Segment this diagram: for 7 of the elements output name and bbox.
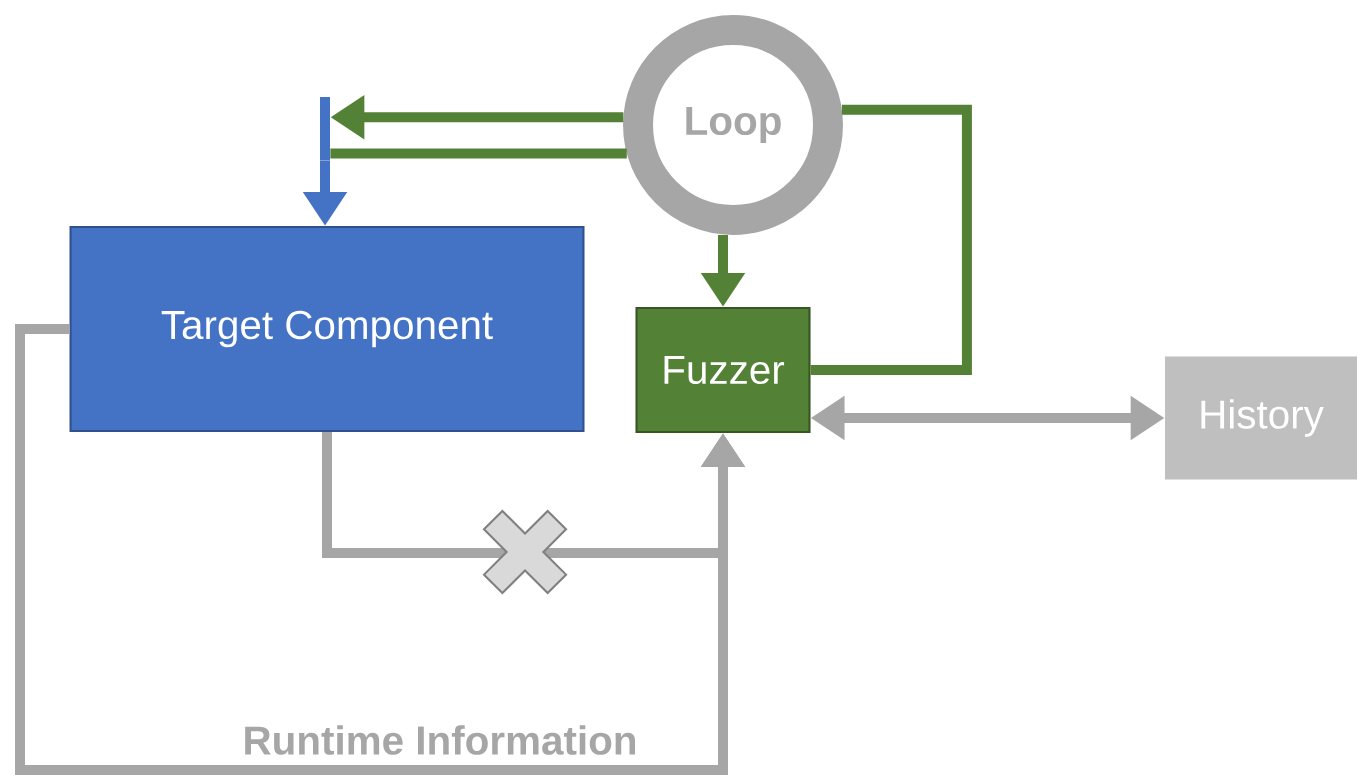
fuzzer-box: Fuzzer <box>635 306 811 434</box>
edge-label: Runtime Information <box>240 723 640 757</box>
component-box: Target Component <box>69 225 585 433</box>
input-bar <box>320 97 330 160</box>
history-box: History <box>1165 356 1357 480</box>
connector-line <box>810 104 972 375</box>
connector-line <box>330 148 627 159</box>
